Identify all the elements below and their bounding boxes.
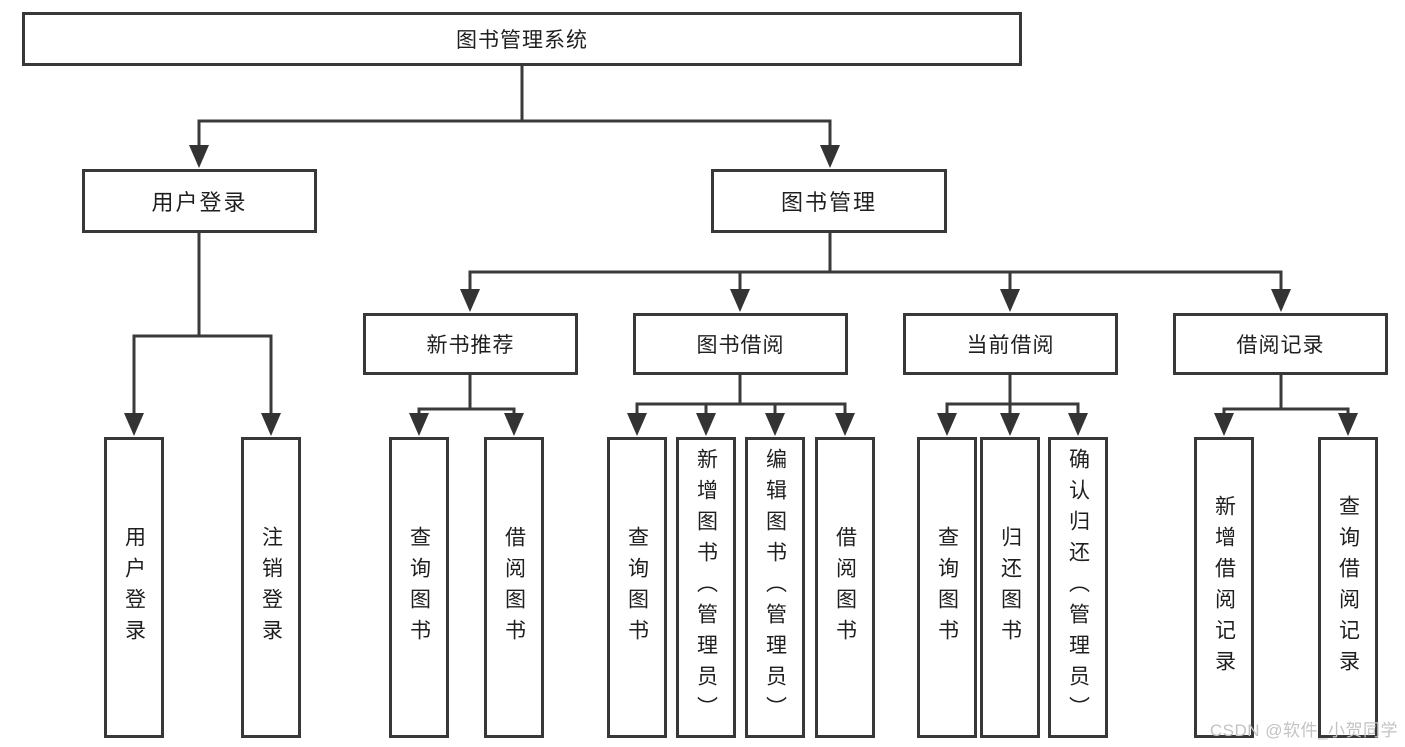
arrow-down-icon bbox=[1000, 413, 1020, 436]
leaf-search-books: 查询图书 bbox=[389, 437, 449, 738]
leaf-add-borrow-record: 新增借阅记录 bbox=[1194, 437, 1254, 738]
leaf-label: 新增借阅记录 bbox=[1212, 494, 1236, 681]
leaf-add-books-admin: 新增图书（管理员） bbox=[676, 437, 736, 738]
arrow-down-icon bbox=[1068, 413, 1088, 436]
leaf-borrow-books: 借阅图书 bbox=[484, 437, 544, 738]
leaf-label: 借阅图书 bbox=[833, 525, 857, 650]
connector-root-to-level1 bbox=[189, 66, 840, 168]
node-user-login: 用户登录 bbox=[82, 169, 317, 233]
leaf-confirm-return-admin: 确认归还（管理员） bbox=[1048, 437, 1108, 738]
connector-newbook-to-leaves bbox=[409, 375, 524, 436]
leaf-label: 新增图书（管理员） bbox=[694, 448, 718, 727]
arrow-down-icon bbox=[409, 413, 429, 436]
arrow-down-icon bbox=[1271, 289, 1291, 312]
node-current-borrowing: 当前借阅 bbox=[903, 313, 1118, 375]
leaf-search-borrow-record: 查询借阅记录 bbox=[1318, 437, 1378, 738]
arrow-down-icon bbox=[696, 413, 716, 436]
leaf-label: 确认归还（管理员） bbox=[1066, 448, 1090, 727]
arrow-down-icon bbox=[1338, 413, 1358, 436]
node-book-borrowing: 图书借阅 bbox=[633, 313, 848, 375]
connector-login-to-leaves bbox=[124, 233, 281, 436]
leaf-label: 归还图书 bbox=[998, 525, 1022, 650]
arrow-down-icon bbox=[820, 145, 840, 168]
leaf-label: 查询借阅记录 bbox=[1336, 494, 1360, 681]
arrow-down-icon bbox=[504, 413, 524, 436]
arrow-down-icon bbox=[124, 413, 144, 436]
arrow-down-icon bbox=[1000, 289, 1020, 312]
leaf-label: 借阅图书 bbox=[502, 525, 526, 650]
leaf-label: 查询图书 bbox=[625, 525, 649, 650]
arrow-down-icon bbox=[460, 289, 480, 312]
csdn-watermark: CSDN @软件_小贺同学 bbox=[1209, 721, 1398, 740]
arrow-down-icon bbox=[627, 413, 647, 436]
arrow-down-icon bbox=[730, 289, 750, 312]
node-book-management: 图书管理 bbox=[711, 169, 947, 233]
connector-borrow-to-leaves bbox=[627, 375, 855, 436]
arrow-down-icon bbox=[765, 413, 785, 436]
leaf-search-books: 查询图书 bbox=[607, 437, 667, 738]
leaf-user-login: 用户登录 bbox=[104, 437, 164, 738]
connector-current-to-leaves bbox=[937, 375, 1088, 436]
arrow-down-icon bbox=[1214, 413, 1234, 436]
leaf-label: 用户登录 bbox=[122, 525, 146, 650]
connector-records-to-leaves bbox=[1214, 375, 1358, 436]
node-library-management-system: 图书管理系统 bbox=[22, 12, 1022, 66]
node-borrowing-records: 借阅记录 bbox=[1173, 313, 1388, 375]
leaf-return-books: 归还图书 bbox=[980, 437, 1040, 738]
arrow-down-icon bbox=[189, 145, 209, 168]
leaf-label: 查询图书 bbox=[935, 525, 959, 650]
leaf-logout: 注销登录 bbox=[241, 437, 301, 738]
arrow-down-icon bbox=[261, 413, 281, 436]
node-new-book-recommendation: 新书推荐 bbox=[363, 313, 578, 375]
leaf-label: 注销登录 bbox=[259, 525, 283, 650]
connector-mgmt-to-branches bbox=[460, 233, 1291, 312]
arrow-down-icon bbox=[835, 413, 855, 436]
leaf-label: 编辑图书（管理员） bbox=[763, 448, 787, 727]
arrow-down-icon bbox=[937, 413, 957, 436]
leaf-label: 查询图书 bbox=[407, 525, 431, 650]
leaf-search-books: 查询图书 bbox=[917, 437, 977, 738]
leaf-borrow-books: 借阅图书 bbox=[815, 437, 875, 738]
leaf-edit-books-admin: 编辑图书（管理员） bbox=[745, 437, 805, 738]
